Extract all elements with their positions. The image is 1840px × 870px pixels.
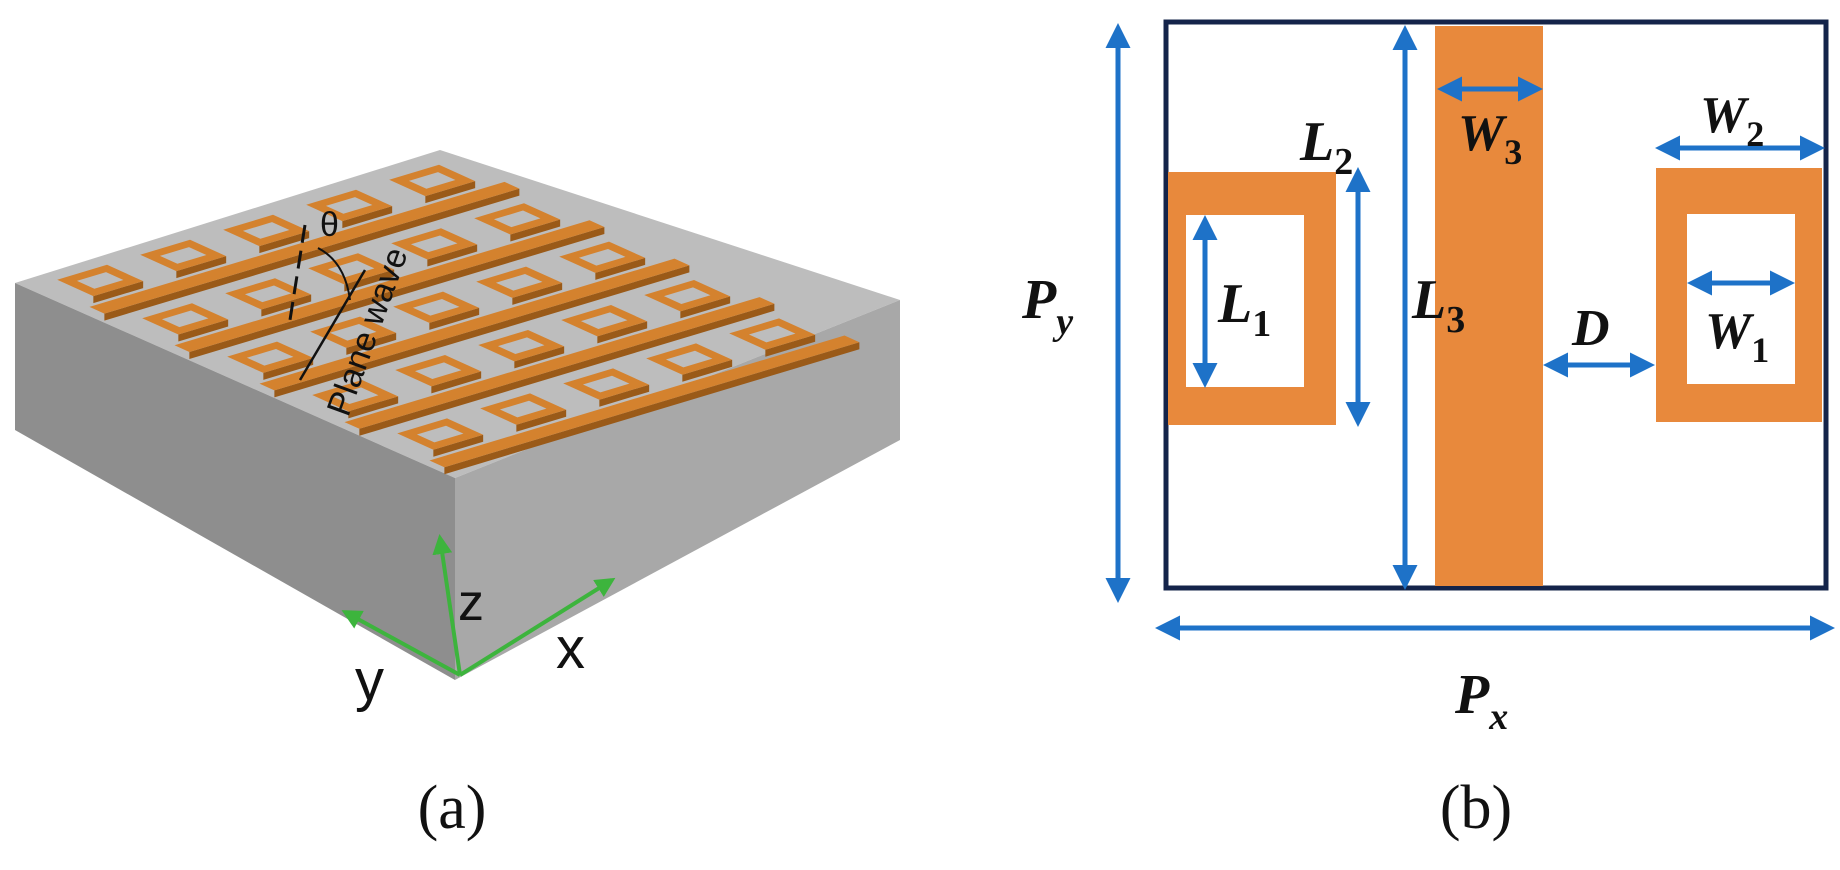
ring-hole xyxy=(331,387,379,404)
ring-hole xyxy=(242,222,290,239)
substrate-side xyxy=(455,300,900,680)
ring-hole xyxy=(580,312,628,329)
caption-b: (b) xyxy=(1440,774,1512,842)
ring-edge xyxy=(510,219,561,242)
ring-edge xyxy=(348,396,399,419)
ring-edge xyxy=(599,384,650,407)
strip-edge xyxy=(444,342,860,475)
ring-edge xyxy=(429,307,480,330)
ring-edge xyxy=(427,244,478,267)
l3-label: L3 xyxy=(1411,269,1465,341)
copper-strip xyxy=(89,181,520,314)
ring-hole xyxy=(159,247,207,264)
substrate-front xyxy=(15,283,455,680)
py-label: Py xyxy=(1021,269,1073,343)
caption-a: (a) xyxy=(418,774,487,842)
ring-hole xyxy=(578,248,626,266)
ring-hole xyxy=(408,172,456,189)
ring-edge xyxy=(346,332,397,355)
strip-edge xyxy=(274,265,690,398)
copper-strip xyxy=(344,297,775,429)
coordinate-axes: z x y xyxy=(341,534,616,713)
x-axis-label: x xyxy=(556,616,585,681)
theta-arc xyxy=(317,247,351,301)
ring-hole xyxy=(410,235,458,253)
ring-edge xyxy=(178,319,229,342)
ring-edge xyxy=(512,282,563,305)
w3-label: W3 xyxy=(1458,105,1522,172)
ring-hole xyxy=(582,375,630,393)
ring-edge xyxy=(595,257,646,280)
l2-label: L2 xyxy=(1299,111,1353,183)
strip-edge xyxy=(189,227,605,359)
wave-direction-line xyxy=(298,269,367,381)
ring-hole xyxy=(244,285,292,303)
ring-edge xyxy=(516,409,567,432)
ring-hole xyxy=(499,400,547,418)
w1-label: W1 xyxy=(1705,303,1769,370)
z-axis xyxy=(432,534,462,676)
ring-edge xyxy=(680,296,731,319)
ring-hole xyxy=(412,298,460,316)
panel-a: θ Plane wave z x y (a) xyxy=(15,150,900,842)
px-label: Px xyxy=(1454,664,1508,738)
ring-hole xyxy=(663,287,711,304)
ring-edge xyxy=(263,357,314,380)
y-axis-label: y xyxy=(355,648,384,713)
x-axis xyxy=(458,577,616,677)
ring-edge xyxy=(433,434,484,457)
d-label: D xyxy=(1571,300,1610,357)
right-ring xyxy=(1656,168,1822,422)
strip-edge xyxy=(104,188,520,321)
ring-hole xyxy=(327,260,375,278)
l1-label: L1 xyxy=(1217,273,1271,345)
ring-hole xyxy=(665,350,713,368)
ring-edge xyxy=(682,359,733,382)
ring-edge xyxy=(176,256,227,279)
ring-edge xyxy=(765,334,816,357)
copper-strip xyxy=(174,220,605,352)
z-axis-label: z xyxy=(458,574,484,632)
ring-hole xyxy=(495,273,543,291)
panel-b: Py Px L3 L2 L1 W3 W2 W1 xyxy=(1021,19,1835,842)
copper-pattern xyxy=(57,164,860,475)
ring-edge xyxy=(93,281,144,304)
theta-label: θ xyxy=(320,206,339,244)
ring-edge xyxy=(261,294,312,317)
ring-hole xyxy=(414,362,462,379)
dimension-labels: Py Px L3 L2 L1 W3 W2 W1 xyxy=(1021,87,1769,738)
wave-normal-line xyxy=(288,224,307,321)
ring-edge xyxy=(597,321,648,344)
center-strip xyxy=(1435,26,1543,586)
ring-edge xyxy=(431,371,482,394)
strip-edge xyxy=(359,303,775,436)
ring-hole xyxy=(748,325,796,343)
ring-hole xyxy=(325,197,373,214)
ring-hole xyxy=(416,425,464,443)
ring-hole xyxy=(493,210,541,228)
ring-hole xyxy=(329,323,377,341)
ring-hole xyxy=(76,272,124,289)
ring-edge xyxy=(259,231,310,254)
y-axis xyxy=(341,610,461,677)
right-ring-inner xyxy=(1687,214,1795,384)
copper-strip xyxy=(259,258,690,391)
ring-hole xyxy=(246,348,294,366)
ring-edge xyxy=(425,181,476,204)
ring-hole xyxy=(497,337,545,354)
copper-strip xyxy=(429,335,860,468)
ring-edge xyxy=(514,346,565,369)
ring-hole xyxy=(161,310,209,328)
dimension-arrows xyxy=(1105,22,1835,641)
ring-edge xyxy=(342,206,393,229)
w2-label: W2 xyxy=(1700,87,1764,154)
